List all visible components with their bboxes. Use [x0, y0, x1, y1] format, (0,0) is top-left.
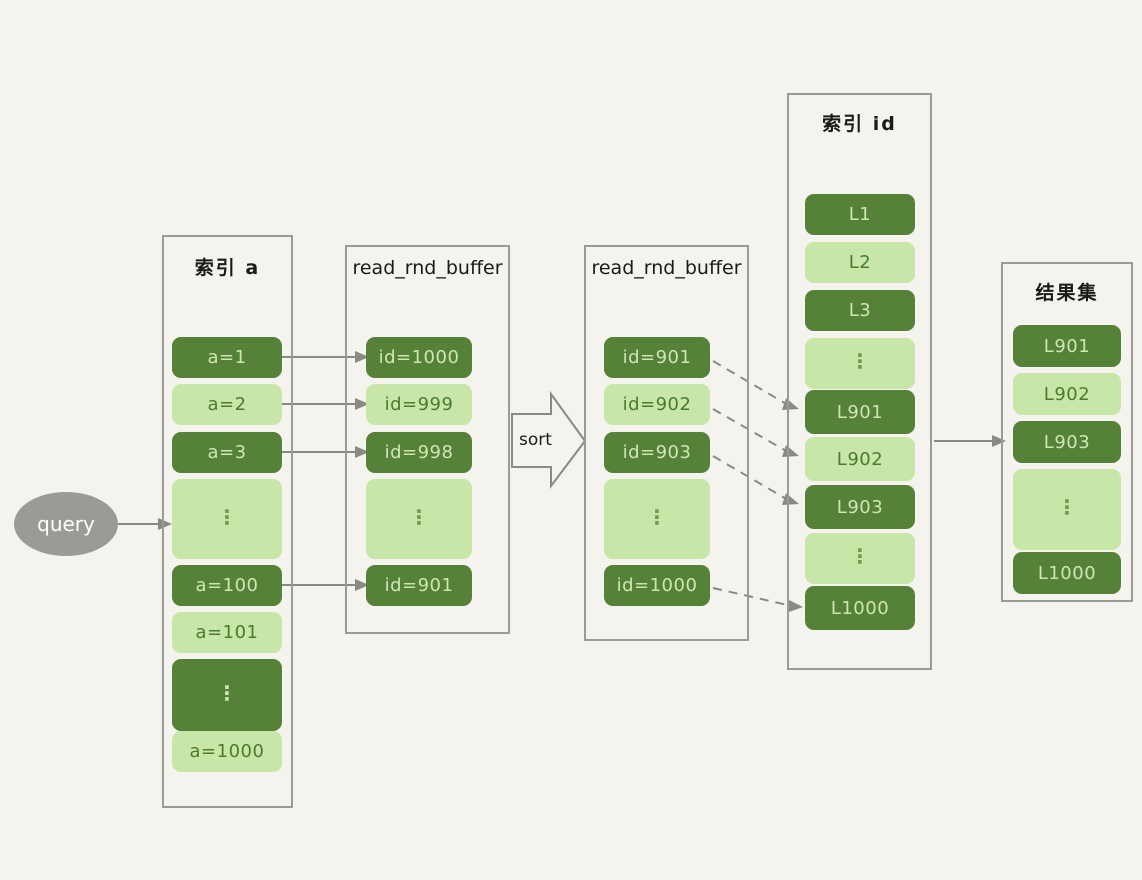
cell-label: L1000 [830, 597, 890, 619]
cell-index-id-3[interactable]: ⋮ [805, 338, 915, 389]
cell-label: a=3 [207, 442, 247, 463]
cell-label: L1 [848, 204, 872, 225]
cell-index-a-3[interactable]: ⋮ [172, 479, 282, 559]
arrow-index-id-to-result-set [934, 435, 1006, 447]
cell-index-id-1[interactable]: L2 [805, 242, 915, 283]
cell-index-id-8[interactable]: L1000 [805, 586, 915, 630]
cell-buffer1-3[interactable]: ⋮ [366, 479, 472, 559]
cell-label: ⋮ [850, 349, 870, 373]
cell-label: ⋮ [1057, 495, 1077, 519]
sort-label: sort [519, 430, 552, 450]
cell-index-a-2[interactable]: a=3 [172, 432, 282, 473]
cell-buffer2-1[interactable]: id=902 [604, 384, 710, 425]
cell-label: a=2 [207, 394, 247, 415]
cell-label: id=901 [384, 575, 454, 596]
cell-label: id=903 [622, 442, 692, 463]
cell-buffer1-4[interactable]: id=901 [366, 565, 472, 606]
cell-index-id-6[interactable]: L903 [805, 485, 915, 529]
cell-buffer2-3[interactable]: ⋮ [604, 479, 710, 559]
cell-label: a=101 [195, 622, 259, 643]
cell-result-2[interactable]: L903 [1013, 421, 1121, 463]
cell-label: id=902 [622, 394, 692, 415]
cell-label: L2 [848, 252, 872, 273]
cell-label: id=999 [384, 394, 454, 415]
cell-index-a-5[interactable]: a=101 [172, 612, 282, 653]
cell-label: ⋮ [217, 504, 237, 529]
cell-label: ⋮ [647, 504, 667, 529]
cell-buffer1-2[interactable]: id=998 [366, 432, 472, 473]
panel-read-rnd-buffer-1: read_rnd_buffer [345, 245, 510, 634]
cell-result-4[interactable]: L1000 [1013, 552, 1121, 594]
panel-result-set: 结果集 [1001, 262, 1133, 602]
cell-buffer1-0[interactable]: id=1000 [366, 337, 472, 378]
cell-index-id-4[interactable]: L901 [805, 390, 915, 434]
query-label: query [37, 512, 95, 536]
cell-index-a-0[interactable]: a=1 [172, 337, 282, 378]
panel-index-id-title: 索引 id [822, 113, 897, 135]
cell-index-a-7[interactable]: a=1000 [172, 731, 282, 772]
cell-index-id-0[interactable]: L1 [805, 194, 915, 235]
cell-buffer1-1[interactable]: id=999 [366, 384, 472, 425]
query-node[interactable]: query [14, 492, 118, 556]
cell-index-a-1[interactable]: a=2 [172, 384, 282, 425]
panel-index-a: 索引 a [162, 235, 293, 808]
cell-label: L901 [1043, 335, 1091, 357]
cell-index-id-7[interactable]: ⋮ [805, 533, 915, 584]
cell-label: id=998 [384, 442, 454, 463]
cell-index-id-2[interactable]: L3 [805, 290, 915, 331]
cell-label: L903 [836, 496, 884, 518]
cell-label: id=1000 [616, 575, 698, 596]
cell-index-a-4[interactable]: a=100 [172, 565, 282, 606]
cell-result-1[interactable]: L902 [1013, 373, 1121, 415]
cell-label: a=100 [195, 575, 259, 596]
cell-index-id-5[interactable]: L902 [805, 437, 915, 481]
cell-label: L902 [1043, 383, 1091, 405]
panel-index-id: 索引 id [787, 93, 932, 670]
cell-result-3[interactable]: ⋮ [1013, 469, 1121, 550]
cell-label: id=901 [622, 347, 692, 368]
cell-buffer2-2[interactable]: id=903 [604, 432, 710, 473]
cell-label: a=1000 [189, 741, 265, 762]
cell-label: ⋮ [850, 544, 870, 568]
cell-label: L901 [836, 401, 884, 423]
cell-buffer2-0[interactable]: id=901 [604, 337, 710, 378]
cell-label: id=1000 [378, 347, 460, 368]
cell-label: L1000 [1037, 562, 1097, 584]
panel-read-rnd-buffer-2: read_rnd_buffer [584, 245, 749, 641]
cell-label: a=1 [207, 347, 247, 368]
cell-label: ⋮ [409, 504, 429, 529]
panel-result-set-title: 结果集 [1035, 282, 1099, 304]
panel-read-rnd-buffer-1-title: read_rnd_buffer [352, 257, 503, 279]
cell-label: L3 [848, 300, 872, 321]
cell-index-a-6[interactable]: ⋮ [172, 659, 282, 731]
cell-buffer2-4[interactable]: id=1000 [604, 565, 710, 606]
cell-result-0[interactable]: L901 [1013, 325, 1121, 367]
cell-label: L903 [1043, 431, 1091, 453]
cell-label: ⋮ [217, 680, 237, 705]
cell-label: L902 [836, 448, 884, 470]
panel-read-rnd-buffer-2-title: read_rnd_buffer [591, 257, 742, 279]
panel-index-a-title: 索引 a [194, 257, 261, 279]
